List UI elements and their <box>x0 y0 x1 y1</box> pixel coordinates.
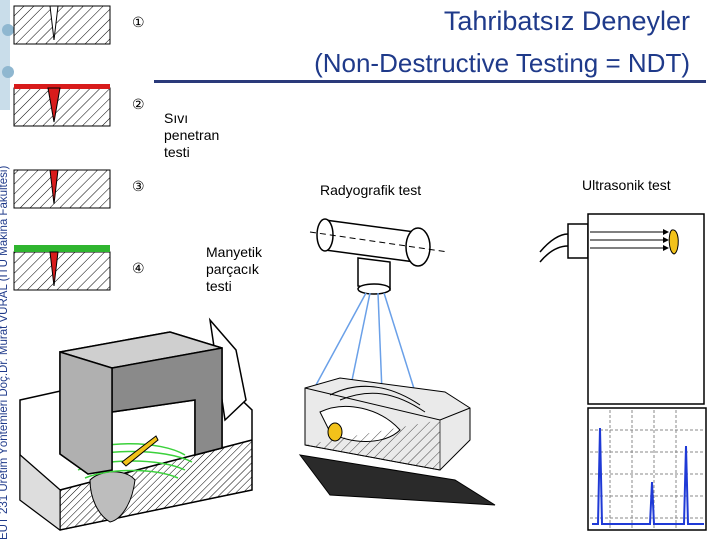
penetrant-step-2 <box>13 84 111 127</box>
page-subtitle: (Non-Destructive Testing = NDT) <box>314 48 690 78</box>
title-underline <box>154 80 706 83</box>
penetrant-step-1 <box>13 5 111 45</box>
decor-strip <box>0 0 10 110</box>
decor-dot <box>2 24 14 36</box>
xray-tube <box>309 218 449 295</box>
step-number-2: ② <box>132 96 145 112</box>
ultrasonic-probe <box>539 223 589 263</box>
step-number-1: ① <box>132 14 145 30</box>
magnetic-defect <box>121 435 159 467</box>
step-number-3: ③ <box>132 178 145 194</box>
penetrant-step-4 <box>13 245 111 291</box>
decor-dot <box>2 66 14 78</box>
electromagnet-yoke <box>59 331 223 475</box>
step-number-4: ④ <box>132 260 145 276</box>
radiographic-workpiece <box>298 377 496 506</box>
label-ultrasonic: Ultrasonik test <box>582 177 671 193</box>
label-magnetic: Manyetik parçacık testi <box>206 244 263 294</box>
penetrant-step-3 <box>13 169 111 209</box>
label-radiographic: Radyografik test <box>320 182 422 198</box>
xray-beam <box>315 292 417 396</box>
page-title: Tahribatsız Deneyler <box>443 6 690 36</box>
label-liquid-penetrant: Sıvı penetran testi <box>164 110 220 160</box>
ultrasonic-scope <box>587 407 707 531</box>
ultrasonic-specimen <box>587 213 705 405</box>
